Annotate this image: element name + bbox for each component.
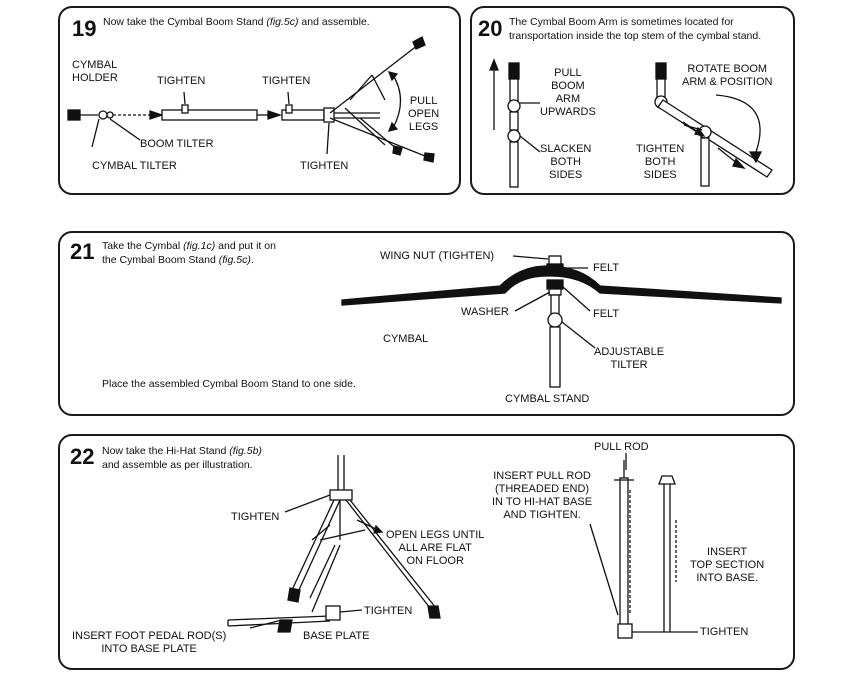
step-21-footer: Place the assembled Cymbal Boom Stand to…	[102, 378, 356, 390]
step-19-text-b: and assemble.	[298, 16, 370, 28]
step-22-panel	[58, 434, 795, 670]
boom-tilter-label: BOOM TILTER	[140, 138, 214, 150]
tighten-label-2: TIGHTEN	[262, 75, 311, 87]
step-21-text-d: .	[250, 254, 254, 266]
open-legs-label: OPEN LEGS UNTIL ALL ARE FLAT ON FLOOR	[386, 529, 485, 567]
wing-nut-label: WING NUT (TIGHTEN)	[380, 250, 495, 262]
step-22-number: 22	[70, 444, 95, 469]
step-20-number: 20	[478, 16, 503, 41]
cymbal-tilter-label: CYMBAL TILTER	[92, 160, 177, 172]
pull-boom-arm-label: PULL BOOM ARM UPWARDS	[540, 67, 596, 118]
insert-pull-rod-label: INSERT PULL ROD (THREADED END) IN TO HI-…	[492, 470, 593, 521]
base-plate-label: BASE PLATE	[303, 630, 370, 642]
step-20-instruction: The Cymbal Boom Arm is sometimes located…	[509, 16, 762, 42]
tighten-right-label: TIGHTEN	[700, 626, 749, 638]
step-19-text-a: Now take the Cymbal Boom Stand	[103, 16, 267, 28]
tighten-base-label: TIGHTEN	[364, 605, 413, 617]
felt-top-label: FELT	[593, 262, 620, 274]
step-21-fig-ref-2: (fig.5c)	[218, 254, 251, 266]
step-21-number: 21	[70, 239, 95, 264]
step-19-number: 19	[72, 16, 97, 41]
pull-rod-label: PULL ROD	[594, 441, 649, 453]
pull-open-legs-label: PULL OPEN LEGS	[408, 95, 440, 133]
step-19-panel	[58, 6, 461, 195]
insert-foot-pedal-label: INSERT FOOT PEDAL ROD(S) INTO BASE PLATE	[72, 630, 227, 655]
step-19-instruction: Now take the Cymbal Boom Stand (fig.5c) …	[103, 15, 370, 29]
step-21-text-c: the Cymbal Boom Stand	[102, 254, 219, 266]
step-22-text-a: Now take the Hi-Hat Stand	[102, 445, 230, 457]
tighten-label-3: TIGHTEN	[300, 160, 349, 172]
step-19-fig-ref: (fig.5c)	[266, 16, 299, 28]
step-21-text-a: Take the Cymbal	[102, 240, 184, 252]
step-21-panel	[58, 231, 795, 416]
washer-label: WASHER	[461, 306, 509, 318]
cymbal-label: CYMBAL	[383, 333, 429, 345]
step-21-text-b: and put it on	[215, 240, 276, 252]
felt-bottom-label: FELT	[593, 308, 620, 320]
tighten-label-1: TIGHTEN	[157, 75, 206, 87]
cymbal-holder-label: CYMBAL HOLDER	[72, 59, 118, 84]
step-22-instruction: Now take the Hi-Hat Stand (fig.5b) and a…	[102, 444, 262, 472]
tighten-both-sides-label: TIGHTEN BOTH SIDES	[636, 143, 685, 181]
adjustable-tilter-label: ADJUSTABLE TILTER	[594, 346, 665, 371]
step-22-text-b: and assemble as per illustration.	[102, 459, 253, 471]
step-21-instruction: Take the Cymbal (fig.1c) and put it on t…	[102, 239, 276, 267]
step-22-fig-ref: (fig.5b)	[229, 445, 262, 457]
tighten-top-label: TIGHTEN	[231, 511, 280, 523]
cymbal-stand-label: CYMBAL STAND	[505, 393, 590, 405]
rotate-boom-arm-label: ROTATE BOOM ARM & POSITION	[682, 63, 773, 88]
step-21-fig-ref-1: (fig.1c)	[183, 240, 216, 252]
slacken-both-sides-label: SLACKEN BOTH SIDES	[540, 143, 592, 181]
insert-top-section-label: INSERT TOP SECTION INTO BASE.	[690, 546, 765, 584]
